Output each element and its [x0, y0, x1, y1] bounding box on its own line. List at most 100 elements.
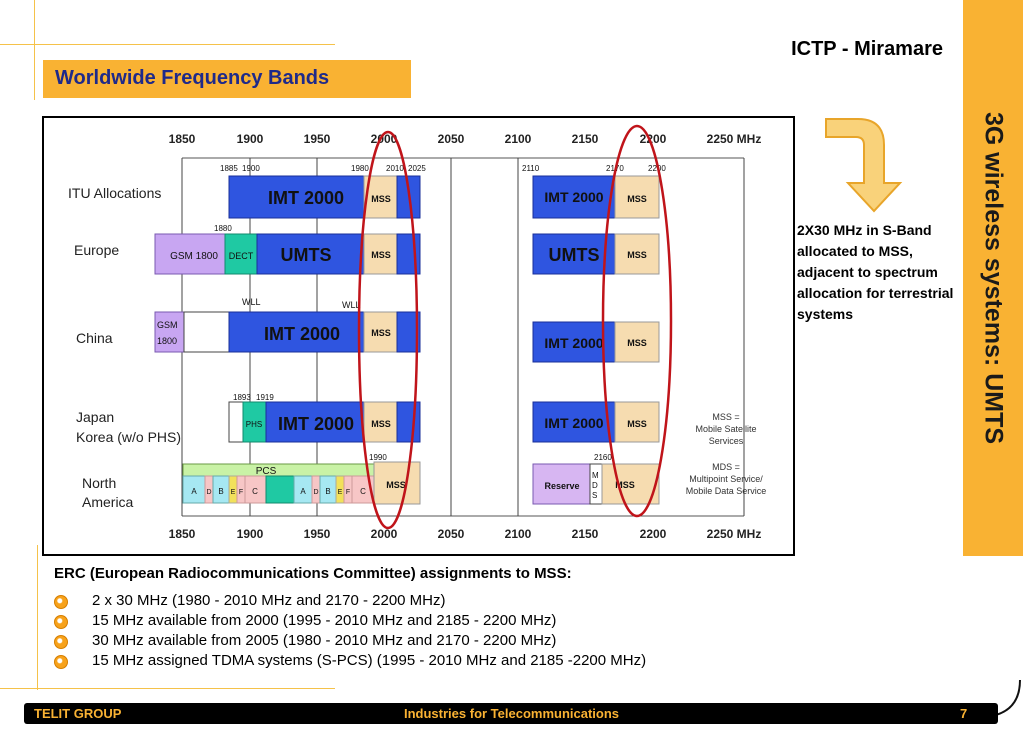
list-item: 15 MHz assigned TDMA systems (S-PCS) (19… [54, 651, 646, 671]
na-mds-d: D [592, 481, 598, 490]
list-item-text: 15 MHz assigned TDMA systems (S-PCS) (19… [92, 652, 647, 669]
itu-mss-label: MSS [371, 194, 391, 204]
na-pcs-block-label: C [252, 487, 258, 496]
europe-mss-band [363, 233, 398, 275]
list-item: 2 x 30 MHz (1980 - 2010 MHz and 2170 - 2… [54, 591, 646, 611]
china-wll-band [183, 311, 230, 353]
axis-bottom-tick: 1950 [304, 527, 331, 541]
list-item-text: 15 MHz available from 2000 (1995 - 2010 … [92, 612, 557, 629]
marker-1900: 1900 [242, 164, 260, 173]
na-pcs-block-label: B [325, 487, 330, 496]
marker-1919: 1919 [256, 393, 274, 402]
region-japan: Japan [76, 409, 114, 425]
na-pcs-block-label: D [206, 489, 211, 496]
na-mss-band [373, 461, 421, 505]
itu-mss-band-2 [614, 175, 660, 219]
erc-heading: ERC (European Radiocommunications Commit… [54, 565, 572, 582]
na-mss-band-2 [601, 463, 660, 505]
decorative-line-vertical [34, 0, 35, 100]
mss-highlight-ellipse-2 [601, 124, 673, 518]
japan-imt2000-band [265, 401, 365, 443]
region-itu: ITU Allocations [68, 185, 161, 201]
axis-top-tick: 2050 [438, 132, 465, 146]
frequency-diagram: 1850 1900 1950 2000 2050 2100 2150 2200 … [42, 116, 795, 556]
japan-imt2000-label: IMT 2000 [278, 414, 354, 434]
region-china: China [76, 330, 113, 346]
bullet-icon [54, 635, 68, 649]
na-pcs-block-label: F [346, 489, 350, 496]
decorative-line-bottom [0, 688, 335, 689]
marker-2025: 2025 [408, 164, 426, 173]
org-header: ICTP - Miramare [791, 38, 943, 60]
china-wll-label-2: WLL [342, 300, 361, 310]
na-pcs-block-label: E [338, 489, 343, 496]
region-europe: Europe [74, 242, 119, 258]
erc-list: 2 x 30 MHz (1980 - 2010 MHz and 2170 - 2… [54, 591, 646, 671]
na-pcs-block-label: B [218, 487, 223, 496]
list-item: 15 MHz available from 2000 (1995 - 2010 … [54, 611, 646, 631]
footer-page-number: 7 [960, 706, 968, 721]
itu-mss-label-2: MSS [627, 194, 647, 204]
na-pcs-band [182, 463, 375, 477]
side-title: 3G wireless systems: UMTS [963, 0, 1023, 556]
axis-bottom-tick: 1900 [237, 527, 264, 541]
na-mss-label-2: MSS [615, 480, 635, 490]
axis-bottom-tick: 2000 [371, 527, 398, 541]
china-gsm-label: GSM [157, 320, 178, 330]
china-gsm1800-band [154, 311, 185, 353]
legend-mds-line3: Mobile Data Service [686, 486, 767, 496]
na-reserve-label: Reserve [544, 481, 579, 491]
china-mss-label-2: MSS [627, 338, 647, 348]
axis-top-tick: 2100 [505, 132, 532, 146]
na-pcs-block-label: A [191, 487, 197, 496]
bullet-icon [54, 655, 68, 669]
axis-bottom-tick: 2050 [438, 527, 465, 541]
china-1800-label: 1800 [157, 336, 177, 346]
japan-band-small [228, 401, 244, 443]
mss-highlight-ellipse-1 [357, 130, 419, 530]
china-band-extra [396, 311, 421, 353]
marker-2110: 2110 [522, 164, 540, 173]
axis-top-tick: 2250 MHz [707, 132, 762, 146]
region-korea: Korea (w/o PHS) [76, 429, 181, 445]
japan-mss-band-2 [614, 401, 660, 443]
decorative-line-vertical-bottom [37, 545, 38, 690]
japan-band-extra [396, 401, 421, 443]
china-imt2000-band-2 [532, 321, 616, 363]
china-mss-band [363, 311, 398, 353]
legend-mss-line3: Services [709, 436, 744, 446]
marker-1880: 1880 [214, 224, 232, 233]
frequency-diagram-svg: 1850 1900 1950 2000 2050 2100 2150 2200 … [68, 124, 767, 541]
slide-title: Worldwide Frequency Bands [55, 67, 330, 89]
marker-2010: 2010 [386, 164, 404, 173]
na-mds-m: M [592, 471, 599, 480]
na-pcs-block-label: E [231, 489, 236, 496]
marker-1980: 1980 [351, 164, 369, 173]
mss-note: 2X30 MHz in S-Band allocated to MSS, adj… [797, 222, 954, 322]
itu-imt2000-label-2: IMT 2000 [544, 189, 603, 205]
japan-imt2000-label-2: IMT 2000 [544, 415, 603, 431]
axis-bottom-tick: 1850 [169, 527, 196, 541]
list-item: 30 MHz available from 2005 (1980 - 2010 … [54, 631, 646, 651]
europe-mss-label: MSS [371, 250, 391, 260]
japan-phs-label: PHS [246, 420, 262, 429]
marker-2160: 2160 [594, 453, 612, 462]
axis-bottom-tick: 2200 [640, 527, 667, 541]
marker-1990: 1990 [369, 453, 387, 462]
footer-tagline: Industries for Telecommunications [404, 706, 620, 721]
axis-top-tick: 1900 [237, 132, 264, 146]
itu-imt2000-label: IMT 2000 [268, 188, 344, 208]
europe-gsm1800-band [154, 233, 227, 275]
itu-imt2000-band [228, 175, 365, 219]
legend-mss-line2: Mobile Satellite [695, 424, 756, 434]
japan-mss-label: MSS [371, 419, 391, 429]
bullet-icon [54, 615, 68, 629]
list-item-text: 2 x 30 MHz (1980 - 2010 MHz and 2170 - 2… [92, 592, 446, 609]
europe-umts-label-2: UMTS [549, 245, 600, 265]
japan-mss-label-2: MSS [627, 419, 647, 429]
legend-mss-line1: MSS = [712, 412, 739, 422]
china-wll-label-1: WLL [242, 297, 261, 307]
europe-umts-label: UMTS [281, 245, 332, 265]
decorative-line-top [0, 44, 335, 45]
curved-arrow-icon [825, 118, 903, 213]
